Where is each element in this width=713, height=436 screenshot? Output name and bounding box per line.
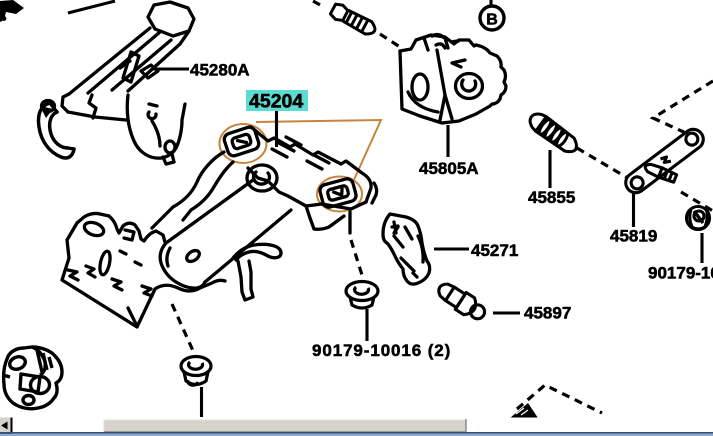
- svg-text:90179-10: 90179-10: [648, 264, 713, 283]
- svg-text:45897: 45897: [524, 304, 571, 323]
- svg-text:90179-10016 (2): 90179-10016 (2): [312, 341, 451, 360]
- svg-text:B: B: [486, 12, 498, 29]
- svg-text:45819: 45819: [610, 227, 657, 246]
- svg-text:45271: 45271: [471, 241, 518, 260]
- svg-text:45805A: 45805A: [419, 159, 479, 178]
- svg-text:45855: 45855: [528, 188, 575, 207]
- svg-text:45204: 45204: [249, 91, 303, 113]
- svg-text:45280A: 45280A: [190, 61, 250, 80]
